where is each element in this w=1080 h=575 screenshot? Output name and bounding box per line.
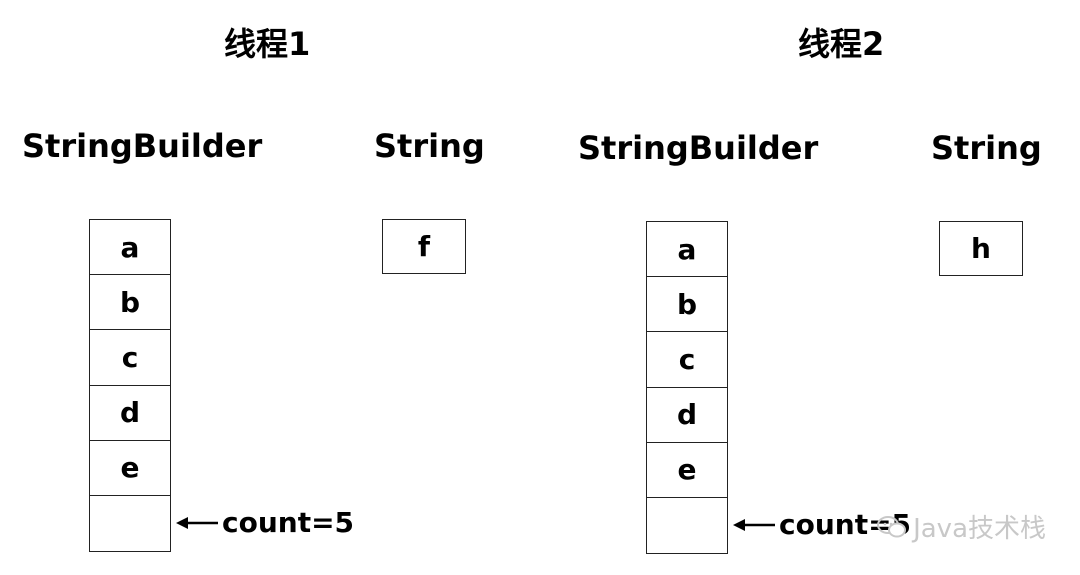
thread-1-stringbuilder-label: StringBuilder: [22, 127, 263, 165]
array-cell: c: [647, 332, 727, 388]
thread-1-string-label: String: [374, 127, 485, 165]
thread-1-string-box: f: [382, 219, 466, 274]
watermark: Java技术栈: [877, 508, 1046, 545]
thread-1-count-pointer: count=5: [176, 506, 354, 539]
wechat-logo-icon: [877, 515, 907, 537]
thread-1-char-array: a b c d e: [89, 219, 171, 553]
array-cell-empty: [90, 496, 170, 551]
array-cell: d: [90, 386, 170, 441]
thread-1-string-value: f: [417, 230, 431, 263]
array-cell: a: [90, 220, 170, 276]
thread-2-count-text: count=5: [779, 508, 912, 541]
array-cell: e: [647, 443, 727, 498]
array-cell: d: [647, 388, 727, 443]
thread-2-string-label: String: [931, 129, 1042, 167]
array-cell: b: [90, 275, 170, 331]
watermark-text: Java技术栈: [913, 514, 1046, 544]
thread-2-stringbuilder-label: StringBuilder: [578, 129, 819, 167]
thread-2-char-array: a b c d e: [646, 221, 728, 555]
array-cell: c: [90, 330, 170, 386]
thread-1-title: 线程1: [224, 25, 311, 63]
arrow-left-icon: [176, 516, 218, 529]
arrow-left-icon: [733, 518, 775, 531]
thread-2-count-pointer: count=5: [733, 508, 911, 541]
array-cell: a: [647, 222, 727, 278]
thread-2-string-box: h: [939, 221, 1023, 276]
array-cell: e: [90, 441, 170, 496]
thread-2-title: 线程2: [798, 25, 885, 63]
thread-2-string-value: h: [971, 232, 991, 265]
array-cell: b: [647, 277, 727, 333]
array-cell-empty: [647, 498, 727, 553]
thread-1-count-text: count=5: [222, 506, 355, 539]
